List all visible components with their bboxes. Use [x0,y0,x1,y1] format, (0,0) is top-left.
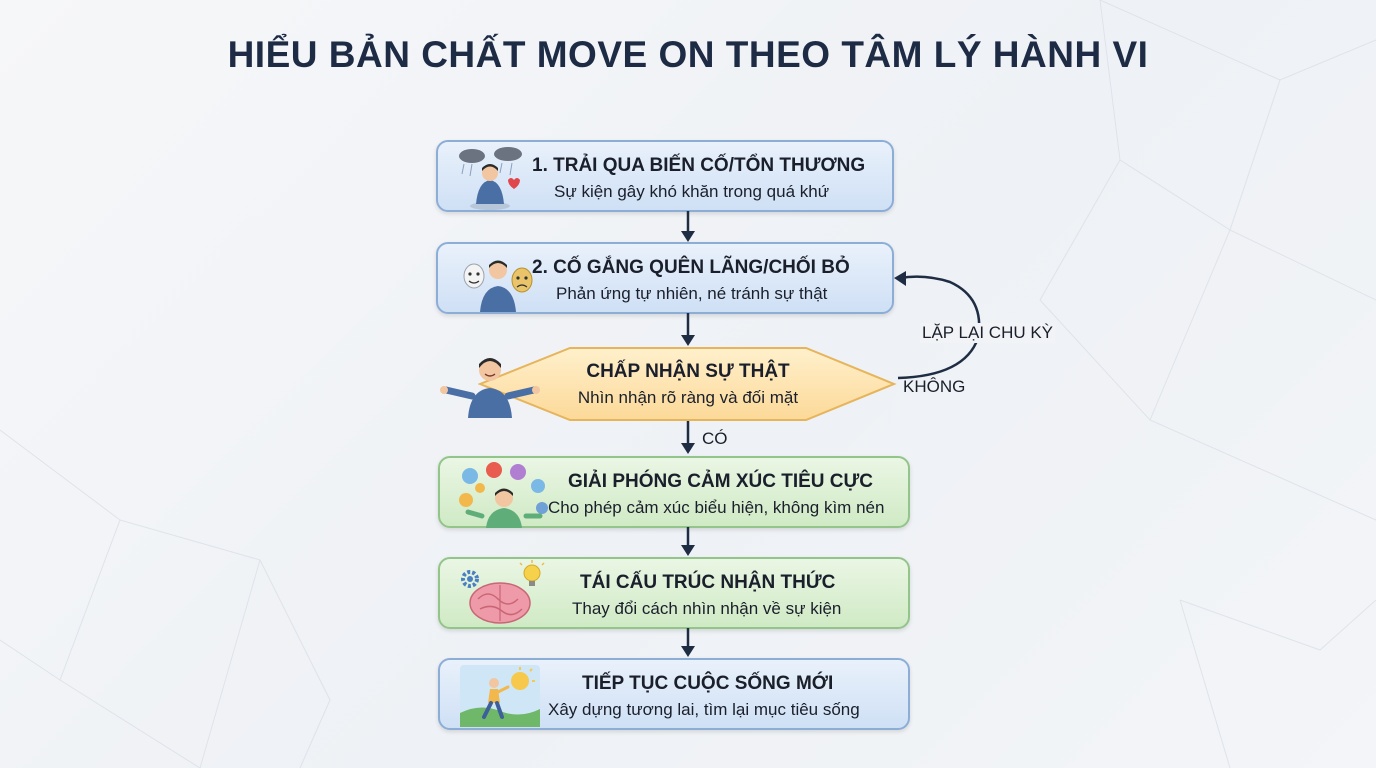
step-5-box: TÁI CẤU TRÚC NHẬN THỨC Thay đổi cách nhì… [438,557,910,629]
step-6-subtitle: Xây dựng tương lai, tìm lại mục tiêu sốn… [548,700,860,719]
brain-gears-icon [461,560,545,624]
walking-sunrise-icon [460,665,540,727]
step-4-title: GIẢI PHÓNG CẢM XÚC TIÊU CỰC [568,471,873,492]
emotions-person-icon [459,462,548,528]
step-6-title: TIẾP TỤC CUỘC SỐNG MỚI [582,673,834,694]
loop-label: LẶP LẠI CHU KỲ [920,323,1056,343]
step-1-title: 1. TRẢI QUA BIẾN CỐ/TỔN THƯƠNG [532,155,866,176]
yes-label: CÓ [702,429,728,448]
page-title: HIỂU BẢN CHẤT MOVE ON THEO TÂM LÝ HÀNH V… [227,34,1149,75]
loop-back-arrow [894,271,981,380]
step-1-subtitle: Sự kiện gây khó khăn trong quá khứ [554,182,830,201]
no-label: KHÔNG [903,377,966,396]
step-4-box: GIẢI PHÓNG CẢM XÚC TIÊU CỰC Cho phép cảm… [438,456,910,528]
arrow-step2-to-step3 [681,313,695,346]
step-4-subtitle: Cho phép cảm xúc biểu hiện, không kìm né… [548,498,885,517]
distressed-person-icon [459,147,522,210]
arrow-step4-to-step5 [681,527,695,556]
step-1-box: 1. TRẢI QUA BIẾN CỐ/TỔN THƯƠNG Sự kiện g… [436,140,894,212]
step-2-box: 2. CỐ GẮNG QUÊN LÃNG/CHỐI BỎ Phản ứng tự… [436,242,894,314]
step-6-box: TIẾP TỤC CUỘC SỐNG MỚI Xây dựng tương la… [438,658,910,730]
step-3-title: CHẤP NHẬN SỰ THẬT [586,361,790,382]
arrow-step1-to-step2 [681,211,695,242]
masks-person-icon [463,260,533,312]
step-3-subtitle: Nhìn nhận rõ ràng và đối mặt [577,388,799,407]
arrow-step5-to-step6 [681,628,695,657]
step-5-subtitle: Thay đổi cách nhìn nhận về sự kiện [572,599,842,618]
arrow-step3-to-step4 [681,421,695,454]
step-2-title: 2. CỐ GẮNG QUÊN LÃNG/CHỐI BỎ [532,257,850,278]
step-5-title: TÁI CẤU TRÚC NHẬN THỨC [580,572,836,593]
open-arms-person-icon [440,358,540,418]
step-2-subtitle: Phản ứng tự nhiên, né tránh sự thật [556,284,828,303]
decision-diamond [478,347,897,421]
